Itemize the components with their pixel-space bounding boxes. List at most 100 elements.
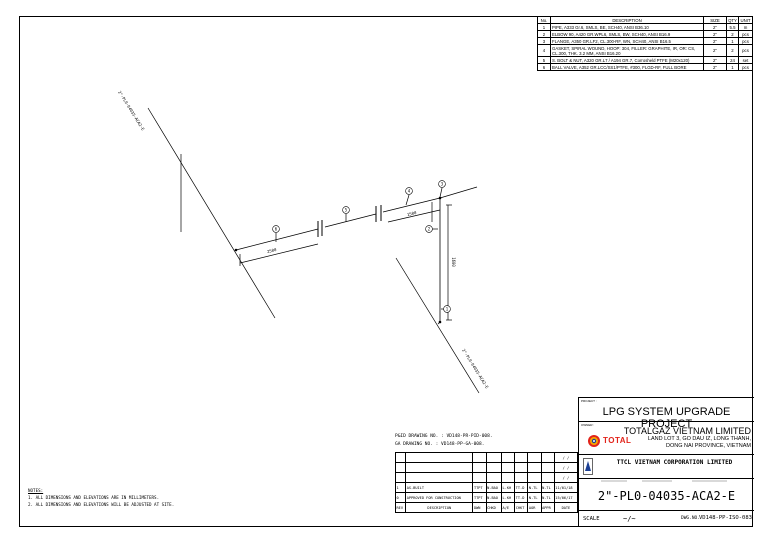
balloon-3 (438, 180, 446, 188)
upper-extension-line (147, 107, 276, 319)
bom-cell: m (738, 23, 753, 31)
total-logo-icon (588, 435, 600, 447)
balloon-label: 5 (345, 208, 348, 213)
bom-row: 6 BALL VALVE, A352 GR.LCC/SS1/PTFE, #300… (537, 63, 753, 71)
owner-label: OWNER : (581, 423, 595, 427)
revision-cell: N.TL (540, 482, 555, 493)
balloon-6 (272, 225, 280, 233)
drawing-title: 2"-PL0-04035-ACA2-E (597, 489, 736, 503)
owner-address: LAND LOT 3, GO DAU IZ, LONG THANH, DONG … (648, 436, 751, 450)
project-box: PROJECT : LPG SYSTEM UPGRADE PROJECT (579, 397, 754, 430)
revision-header-cell: APPR (540, 502, 555, 513)
dimension-text: 2500 (266, 247, 277, 254)
balloon-5 (342, 206, 350, 214)
revision-header-cell: REV (394, 502, 407, 513)
bom-cell: set (738, 56, 753, 64)
bom-row: 3 FLANGE, A350 GR.LF2, CL.300-RF, WN, SC… (537, 37, 753, 45)
note-item: 2. ALL DIMENSIONS AND ELEVATIONS WILL BE… (28, 502, 175, 507)
revision-date-blank: / / (553, 462, 579, 473)
owner-logo-text: TOTAL (603, 436, 632, 445)
dimension-text: 1500 (406, 210, 417, 217)
bom-cell: 4 (537, 44, 551, 57)
revision-table: / / / / / / 1 AS-BUILT TTPT N.BAO L.KH T… (394, 452, 579, 513)
bom-cell: 5.5 (726, 23, 739, 31)
bom-row: 2 ELBOW 90, A420 GR.WPL6, SMLS, BW, SCH4… (537, 30, 753, 38)
project-label: PROJECT : (581, 399, 597, 403)
revision-header-cell: DESCRIPTION (405, 502, 474, 513)
balloon-2 (425, 225, 433, 233)
revision-header-cell: A/E (501, 502, 516, 513)
owner-box: OWNER : TOTAL TOTALGAZ VIETNAM LIMITED L… (579, 421, 754, 454)
pipe-segment (235, 228, 319, 251)
bom-cell: pcs (738, 44, 753, 57)
bom-cell: 5 (537, 56, 551, 64)
bom-cell: 2" (703, 37, 727, 45)
revision-row-blank: / / (394, 472, 579, 483)
revision-row: 0 APPROVED FOR CONSTRUCTION TTPT N.BAO L… (394, 492, 579, 503)
bom-cell: 1 (726, 37, 739, 45)
revision-date-blank: / / (553, 472, 579, 483)
revision-cell: TT.D (514, 482, 529, 493)
bom-row: 5 S. BOLT & NUT, A320 GR.L7 / A194 GR.7,… (537, 56, 753, 64)
bom-cell: ELBOW 90, A420 GR.WPL6, SMLS, BW, SCH40,… (550, 30, 704, 38)
contractor-logo-icon (583, 458, 593, 475)
bom-cell: 6 (537, 63, 551, 71)
revision-cell: N.BAO (485, 482, 503, 493)
balloon-1 (443, 305, 451, 313)
line-label-lower: 2"-PL0-04035-ACA2-E (461, 348, 490, 390)
bom-cell: GASKET, SPIRAL WOUND, HOOP: 304, FILLER:… (550, 44, 704, 57)
revision-cell: 15/06/17 (553, 492, 579, 503)
revision-cell: L.KH (501, 492, 516, 503)
balloon-label: 6 (275, 227, 278, 232)
bill-of-materials-table: No. DESCRIPTION SIZE QTY UNIT 1 PIPE, A3… (537, 16, 753, 71)
bom-cell: 1 (726, 63, 739, 71)
drawing-title-box: 2"-PL0-04035-ACA2-E (579, 478, 754, 510)
bom-cell: 2" (703, 23, 727, 31)
revision-header-cell: CHKD (485, 502, 503, 513)
bom-cell: BALL VALVE, A352 GR.LCC/SS1/PTFE, #300, … (550, 63, 704, 71)
bom-header-row: No. DESCRIPTION SIZE QTY UNIT (537, 16, 753, 24)
pipe-segment (382, 197, 441, 213)
bom-row: 4 GASKET, SPIRAL WOUND, HOOP: 304, FILLE… (537, 44, 753, 57)
bom-header-size: SIZE (703, 16, 727, 24)
revision-cell: N.TL (527, 492, 542, 503)
bom-cell: 2 (726, 30, 739, 38)
dimension-line (239, 243, 319, 264)
bom-cell: pcs (738, 37, 753, 45)
revision-cell: N.BAO (485, 492, 503, 503)
pid-reference: P&ID DRAWING NO. : VD148-PR-PID-008. (395, 434, 493, 439)
owner-name: TOTALGAZ VIETNAM LIMITED (623, 426, 751, 436)
notes-block: NOTES: 1. ALL DIMENSIONS AND ELEVATIONS … (28, 487, 174, 508)
dwgno-value: VD148-PP-ISO-083 (699, 515, 752, 521)
scale-dwgno-row: SCALE ~/~ DWG.NO. VD148-PP-ISO-083 (579, 510, 754, 527)
bom-cell: 2" (703, 63, 727, 71)
balloon-4 (405, 187, 413, 195)
bom-cell: FLANGE, A350 GR.LF2, CL.300-RF, WN, SCH4… (550, 37, 704, 45)
title-block: PROJECT : LPG SYSTEM UPGRADE PROJECT OWN… (578, 397, 754, 527)
bom-cell: 2 (726, 44, 739, 57)
pipe-extension (439, 186, 478, 199)
scale-label: SCALE (583, 516, 600, 522)
revision-header-cell: CHKT (514, 502, 529, 513)
revision-row-blank: / / (394, 462, 579, 473)
bom-cell: 24 (726, 56, 739, 64)
contractor-name: TTCL VIETNAM CORPORATION LIMITED (616, 459, 733, 466)
notes-title: NOTES: (28, 488, 44, 493)
bom-cell: 2" (703, 56, 727, 64)
reference-drawings: P&ID DRAWING NO. : VD148-PR-PID-008. GA … (395, 433, 493, 449)
revision-cell: TTPT (472, 492, 487, 503)
ga-reference: GA DRAWING NO. : VD148-PP-GA-008. (395, 442, 485, 447)
dimension-line (387, 209, 441, 223)
revision-cell: N.TL (540, 492, 555, 503)
bom-cell: 1 (537, 23, 551, 31)
signature-fields (597, 469, 750, 482)
revision-cell: L.KH (501, 482, 516, 493)
revision-cell: AS-BUILT (405, 482, 474, 493)
revision-header-cell: AOR (527, 502, 542, 513)
balloon-label: 3 (441, 182, 444, 187)
revision-cell: N.TL (527, 482, 542, 493)
lower-extension-line (395, 257, 480, 394)
pipe-segment (324, 213, 377, 228)
dwgno-label: DWG.NO. (681, 516, 700, 521)
